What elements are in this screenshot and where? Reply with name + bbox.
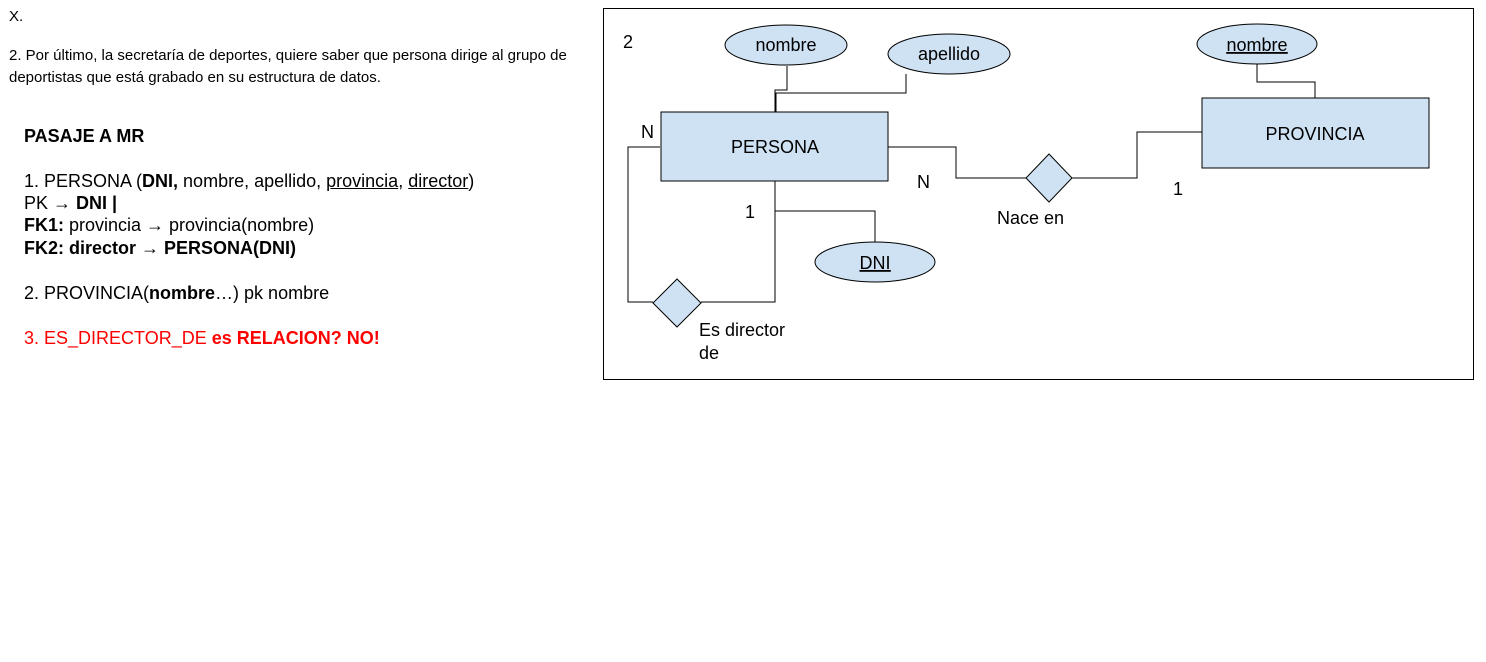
persona-schema-fk-director: director xyxy=(408,171,469,191)
relationship-es-director-de xyxy=(652,278,702,328)
attribute-provincia-nombre xyxy=(1196,23,1318,65)
entity-provincia xyxy=(1201,97,1430,169)
connectors xyxy=(627,64,1316,303)
connector-persona-nace-en xyxy=(888,146,1026,179)
connector-provincia-nombre xyxy=(1256,64,1316,98)
persona-schema-close: ) xyxy=(468,171,475,191)
fk1-label: FK1: xyxy=(24,215,64,235)
entity-persona-label: PERSONA xyxy=(731,137,819,157)
diagram-number: 2 xyxy=(623,32,633,52)
persona-schema-pk: DNI, xyxy=(142,171,179,191)
attribute-persona-dni xyxy=(814,241,936,283)
connector-persona-apellido xyxy=(775,74,907,112)
connector-persona-nombre xyxy=(774,66,788,112)
provincia-schema-prefix: 2. PROVINCIA( xyxy=(24,283,150,303)
connector-nace-en-provincia xyxy=(1072,131,1202,179)
attribute-persona-nombre-label: nombre xyxy=(755,35,816,55)
pk-line: PK → DNI | xyxy=(24,192,117,214)
entity-persona xyxy=(660,111,889,182)
provincia-schema-line: 2. PROVINCIA(nombre…) pk nombre xyxy=(24,282,329,304)
director-note-normal: 3. ES_DIRECTOR_DE xyxy=(24,328,212,348)
relationship-es-director-de-label-1: Es director xyxy=(699,320,785,340)
director-note-line: 3. ES_DIRECTOR_DE es RELACION? NO! xyxy=(24,327,380,349)
top-mark: X. xyxy=(9,8,24,25)
relationship-es-director-de-label-2: de xyxy=(699,343,719,363)
er-diagram-frame xyxy=(603,8,1474,380)
attribute-persona-apellido-label: apellido xyxy=(918,44,980,64)
cardinality-persona-self-n: N xyxy=(641,122,654,142)
persona-schema-mid: nombre, apellido, xyxy=(178,171,327,191)
cardinality-persona-nace-n: N xyxy=(917,172,930,192)
attribute-persona-apellido xyxy=(887,33,1011,75)
pk-value: DNI | xyxy=(76,193,118,213)
connector-persona-dni xyxy=(774,181,876,242)
persona-schema-prefix: 1. PERSONA ( xyxy=(24,171,143,191)
entity-provincia-label: PROVINCIA xyxy=(1265,124,1364,144)
statement-line-2: deportistas que está grabado en su estru… xyxy=(9,69,381,86)
attribute-persona-dni-label: DNI xyxy=(860,253,891,273)
attribute-persona-nombre xyxy=(724,24,848,66)
connector-persona-es-director-1 xyxy=(701,211,776,303)
cardinality-provincia-nace-1: 1 xyxy=(1173,179,1183,199)
fk1-value: provincia → provincia(nombre) xyxy=(64,215,315,235)
persona-schema-line: 1. PERSONA (DNI, nombre, apellido, provi… xyxy=(24,170,474,192)
attribute-provincia-nombre-label: nombre xyxy=(1226,35,1287,55)
mr-title: PASAJE A MR xyxy=(24,126,145,146)
fk1-line: FK1: provincia → provincia(nombre) xyxy=(24,214,314,236)
connector-persona-es-director-n xyxy=(627,146,660,303)
provincia-schema-key: nombre xyxy=(149,283,216,303)
cardinality-persona-self-1: 1 xyxy=(745,202,755,222)
statement-line-1: 2. Por último, la secretaría de deportes… xyxy=(9,47,567,64)
persona-schema-comma: , xyxy=(398,171,409,191)
relationship-nace-en xyxy=(1025,153,1073,203)
provincia-schema-suffix: …) pk nombre xyxy=(215,283,330,303)
pk-label: PK → xyxy=(24,193,77,213)
persona-schema-fk-provincia: provincia xyxy=(326,171,399,191)
fk2-line: FK2: director → PERSONA(DNI) xyxy=(24,238,297,258)
director-note-bold: es RELACION? NO! xyxy=(211,328,380,348)
relationship-nace-en-label: Nace en xyxy=(997,208,1064,228)
